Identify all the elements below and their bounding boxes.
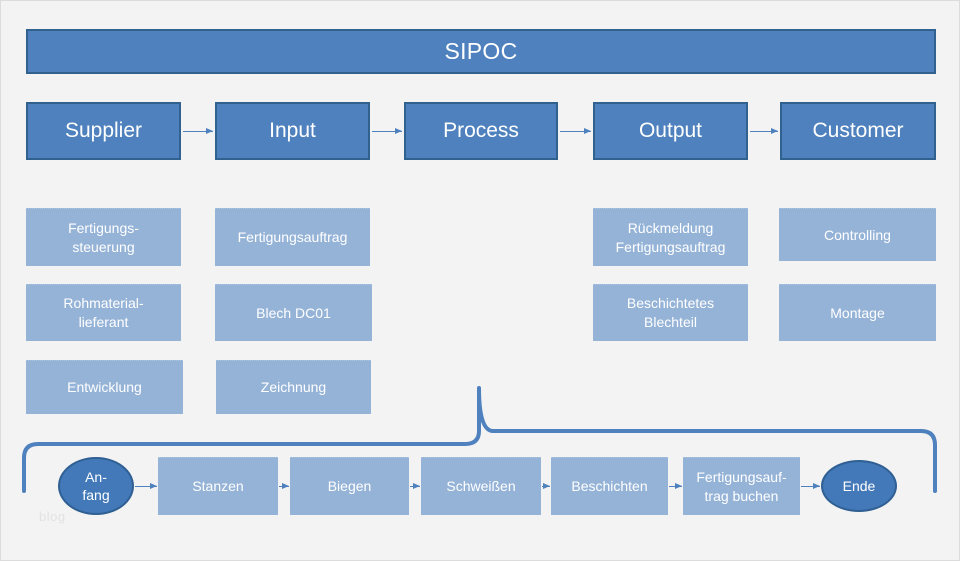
process-node-label: An-fang [82, 468, 110, 503]
process-node-beschichten: Beschichten [551, 457, 668, 515]
process-node-label: Beschichten [571, 478, 648, 495]
process-arrow-3-icon [410, 483, 420, 489]
header-arrow-1-icon [183, 128, 213, 134]
sipoc-cell-label: Montage [830, 304, 885, 321]
sipoc-cell-label: Rohmaterial-lieferant [63, 295, 144, 330]
sipoc-cell-input-fertigungsauftrag: Fertigungsauftrag [215, 208, 370, 266]
header-arrow-2-icon [372, 128, 402, 134]
process-arrow-5-icon [669, 483, 682, 489]
sipoc-cell-label: Zeichnung [260, 379, 327, 396]
diagram-title-banner: SIPOC [26, 29, 936, 74]
sipoc-column-header-customer: Customer [780, 102, 936, 160]
sipoc-column-header-label: Process [443, 119, 519, 142]
process-arrow-1-icon [135, 483, 157, 489]
process-node-label: Biegen [327, 478, 372, 495]
process-arrow-6-icon [801, 483, 820, 489]
process-node-label: Fertigungsauf-trag buchen [696, 468, 787, 504]
sipoc-cell-label: Controlling [824, 226, 891, 243]
process-node-fertigungsauf-trag-buchen: Fertigungsauf-trag buchen [683, 457, 800, 515]
process-node-schweissen: Schweißen [421, 457, 541, 515]
sipoc-cell-label: Fertigungs-steuerung [68, 219, 139, 255]
diagram-title-text: SIPOC [444, 38, 518, 64]
process-arrow-2-icon [279, 483, 289, 489]
sipoc-column-header-label: Output [638, 119, 703, 142]
sipoc-cell-label: Fertigungsauftrag [237, 229, 348, 246]
process-arrow-4-icon [542, 483, 550, 489]
sipoc-column-header-label: Supplier [64, 119, 143, 142]
sipoc-column-header-output: Output [593, 102, 748, 160]
sipoc-cell-input-blech-dc01: Blech DC01 [215, 284, 372, 341]
sipoc-cell-supplier-fertigungs-steuerung: Fertigungs-steuerung [26, 208, 181, 266]
process-node-stanzen: Stanzen [158, 457, 278, 515]
process-node-label: Stanzen [192, 478, 244, 495]
header-arrow-3-icon [560, 128, 591, 134]
process-node-start: An-fang [58, 457, 134, 515]
header-arrow-4-icon [750, 128, 778, 134]
sipoc-column-header-label: Customer [812, 119, 904, 142]
sipoc-cell-label: Entwicklung [67, 379, 142, 396]
sipoc-cell-supplier-entwicklung: Entwicklung [26, 360, 183, 414]
sipoc-column-header-label: Input [269, 119, 316, 142]
sipoc-column-header-process: Process [404, 102, 558, 160]
process-node-biegen: Biegen [290, 457, 409, 515]
sipoc-cell-customer-controlling: Controlling [779, 208, 936, 261]
sipoc-column-header-supplier: Supplier [26, 102, 181, 160]
sipoc-cell-label: Blech DC01 [256, 304, 331, 321]
sipoc-cell-input-zeichnung: Zeichnung [216, 360, 371, 414]
sipoc-column-header-input: Input [215, 102, 370, 160]
process-node-end: Ende [821, 460, 897, 512]
process-node-label: Ende [842, 477, 876, 494]
process-node-label: Schweißen [446, 478, 516, 495]
sipoc-cell-supplier-rohmaterial-lieferant: Rohmaterial-lieferant [26, 284, 181, 341]
sipoc-cell-customer-montage: Montage [779, 284, 936, 341]
watermark-label: blog [39, 509, 66, 524]
